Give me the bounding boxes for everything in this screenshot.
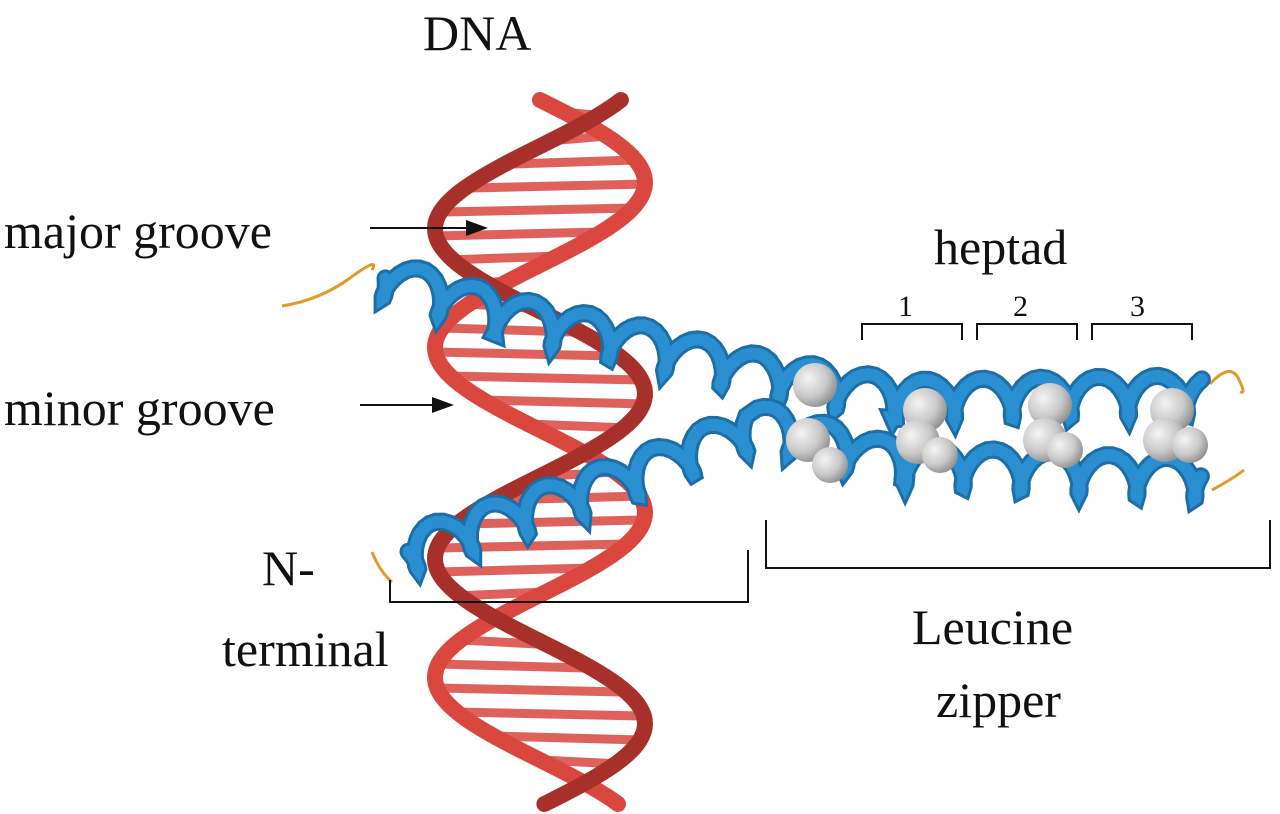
dna-title: DNA bbox=[423, 5, 532, 61]
annotation-brackets bbox=[389, 323, 1271, 603]
base-pair-rung-13 bbox=[478, 395, 649, 409]
heptad-number-2: 2 bbox=[1013, 290, 1028, 323]
loop-tail-bottom-right bbox=[1211, 468, 1245, 492]
base-pair-rung-5 bbox=[438, 203, 638, 217]
base-pair-rung-24 bbox=[433, 659, 589, 673]
leucine-zipper-bracket bbox=[765, 520, 1271, 569]
base-pair-rung-3 bbox=[508, 155, 640, 169]
annotation-arrows bbox=[360, 220, 488, 413]
base-pair-rung-20 bbox=[432, 563, 597, 577]
leucine-spheres bbox=[786, 363, 1208, 483]
base-pair-rung-12 bbox=[445, 371, 644, 385]
heptad-number-1: 1 bbox=[898, 290, 913, 323]
base-pair-rung-27 bbox=[489, 731, 647, 745]
base-pair-rung-6 bbox=[430, 227, 607, 241]
n-terminal-label-line2: terminal bbox=[222, 621, 389, 677]
leucine-label: Leucine bbox=[912, 599, 1074, 655]
leucine-cluster-3 bbox=[1023, 383, 1083, 468]
loop-tail-top-right bbox=[1208, 370, 1245, 394]
major-groove-arrowhead bbox=[466, 220, 488, 236]
leucine-cluster-4 bbox=[1143, 388, 1208, 463]
major-groove-label: major groove bbox=[4, 203, 272, 259]
heptad-3-bracket bbox=[1091, 323, 1193, 340]
n-terminal-label-line1: N- bbox=[262, 540, 315, 596]
heptad-2-bracket bbox=[976, 323, 1078, 340]
base-pair-rung-26 bbox=[452, 707, 647, 721]
minor-groove-label: minor groove bbox=[4, 380, 275, 436]
protein-dimer bbox=[281, 259, 1245, 589]
heptad-label: heptad bbox=[934, 219, 1068, 275]
base-pair-rung-18 bbox=[457, 515, 649, 529]
loop-tail-bottom-left bbox=[370, 551, 393, 584]
heptad-number-3: 3 bbox=[1130, 290, 1145, 323]
leucine-cluster-1 bbox=[786, 363, 848, 483]
base-pair-rung-25 bbox=[432, 683, 627, 697]
minor-groove-arrowhead bbox=[432, 397, 454, 413]
n-terminal-bracket bbox=[389, 550, 749, 603]
dna-strand-2 bbox=[426, 92, 654, 812]
lower-alpha-helix bbox=[402, 400, 1207, 582]
upper-alpha-helix bbox=[376, 262, 1208, 433]
zipper-label: zipper bbox=[936, 672, 1061, 728]
leucine-cluster-2 bbox=[896, 388, 958, 473]
base-pair-rung-4 bbox=[466, 179, 650, 193]
dna-double-helix bbox=[426, 92, 654, 812]
loop-tail-top-left bbox=[281, 263, 376, 308]
heptad-1-bracket bbox=[861, 323, 963, 340]
base-pair-rung-11 bbox=[430, 347, 619, 361]
